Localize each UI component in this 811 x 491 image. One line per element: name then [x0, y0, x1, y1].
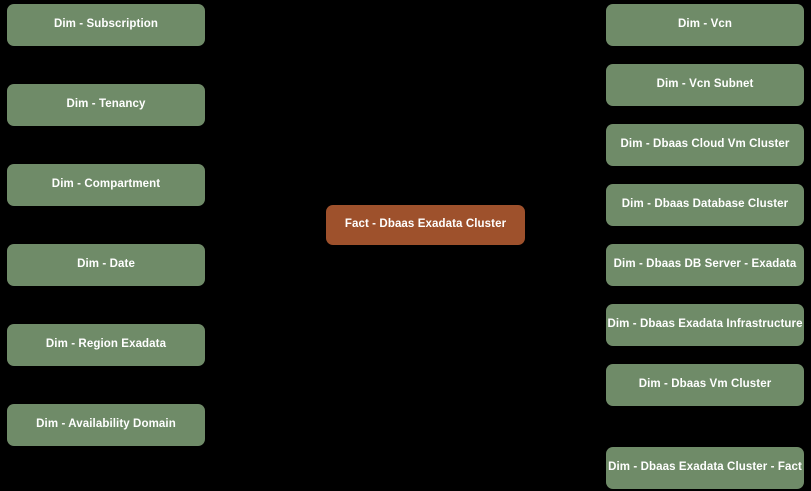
dimension-table-node[interactable]: Dim - Vcn	[606, 4, 804, 46]
dimension-table-node[interactable]: Dim - Compartment	[7, 164, 205, 206]
dimension-table-node[interactable]: Dim - Date	[7, 244, 205, 286]
node-label: Dim - Date	[77, 258, 135, 271]
node-label: Dim - Dbaas DB Server - Exadata	[613, 258, 797, 271]
node-label: Dim - Availability Domain	[36, 418, 176, 431]
node-label: Dim - Subscription	[53, 18, 159, 31]
node-label: Dim - Dbaas Database Cluster	[621, 198, 789, 211]
dimension-table-node[interactable]: Dim - Dbaas Cloud Vm Cluster	[606, 124, 804, 166]
node-label: Dim - Vcn	[678, 18, 732, 31]
node-label: Dim - Dbaas Exadata Infrastructure	[607, 318, 803, 331]
node-label: Dim - Dbaas Vm Cluster	[638, 378, 772, 391]
dimension-table-node[interactable]: Dim - Dbaas DB Server - Exadata	[606, 244, 804, 286]
node-label: Fact - Dbaas Exadata Cluster	[344, 218, 507, 231]
dimension-table-node[interactable]: Dim - Region Exadata	[7, 324, 205, 366]
dimension-table-node[interactable]: Dim - Dbaas Vm Cluster	[606, 364, 804, 406]
node-label: Dim - Compartment	[51, 178, 161, 191]
fact-table-node[interactable]: Fact - Dbaas Exadata Cluster	[326, 205, 525, 245]
dimension-table-node[interactable]: Dim - Dbaas Exadata Cluster - Fact	[606, 447, 804, 489]
dimension-table-node[interactable]: Dim - Dbaas Database Cluster	[606, 184, 804, 226]
node-label: Dim - Region Exadata	[45, 338, 167, 351]
node-label: Dim - Vcn Subnet	[656, 78, 754, 91]
dimension-table-node[interactable]: Dim - Tenancy	[7, 84, 205, 126]
dimension-table-node[interactable]: Dim - Subscription	[7, 4, 205, 46]
node-label: Dim - Tenancy	[66, 98, 146, 111]
node-label: Dim - Dbaas Cloud Vm Cluster	[620, 138, 790, 151]
dimension-table-node[interactable]: Dim - Dbaas Exadata Infrastructure	[606, 304, 804, 346]
dimension-table-node[interactable]: Dim - Availability Domain	[7, 404, 205, 446]
dimension-table-node[interactable]: Dim - Vcn Subnet	[606, 64, 804, 106]
node-label: Dim - Dbaas Exadata Cluster - Fact	[608, 461, 802, 474]
